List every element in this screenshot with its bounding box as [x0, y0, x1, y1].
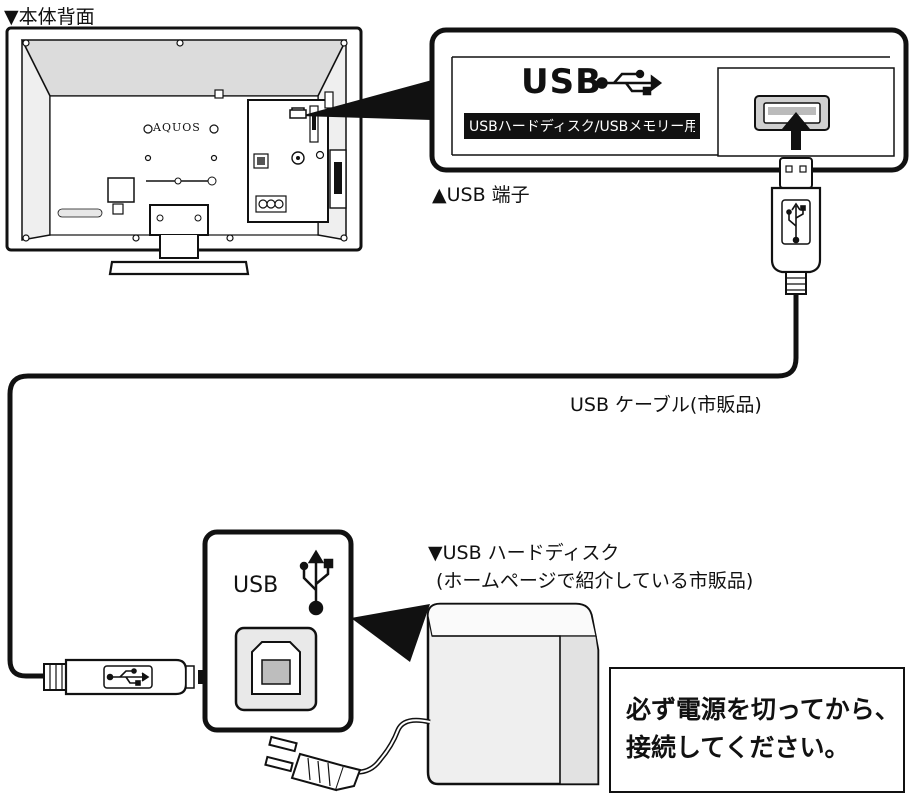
- notice-box: [609, 667, 905, 793]
- rear-view-label: ▼本体背面: [4, 6, 95, 28]
- notice-line-2: 接続してください。: [626, 733, 850, 762]
- usb-terminal-label: ▲USB 端子: [432, 184, 530, 206]
- usb-cable: [7, 294, 799, 679]
- usb-terminal-zoom: [429, 27, 909, 173]
- usb-hard-disk: [426, 602, 600, 786]
- hdd-title: ▼USB ハードディスク: [428, 542, 620, 564]
- notice-line-1: 必ず電源を切ってから、: [626, 695, 900, 724]
- hdd-port-usb-label: USB: [233, 573, 279, 598]
- usb-caption-band: [464, 113, 700, 139]
- brand-logo-text: AQUOS: [153, 121, 201, 134]
- usb-big-label: USB: [521, 62, 603, 102]
- usb-b-port-icon: [234, 626, 318, 712]
- callout-wedge-tv: [300, 80, 432, 120]
- hdd-subtitle: (ホームページで紹介している市販品): [436, 570, 754, 592]
- usb-cable-label: USB ケーブル(市販品): [570, 394, 762, 416]
- callout-wedge-hdd: [351, 604, 430, 662]
- hdd-port-zoom: [202, 529, 354, 733]
- usb-trident-icon: [596, 69, 663, 96]
- usb-port-highlight: [289, 109, 307, 119]
- usb-trident-icon: [299, 549, 334, 616]
- tv-rear-view: [5, 26, 363, 276]
- arrow-up-icon: [782, 112, 810, 150]
- usb-a-plug: [770, 112, 822, 295]
- power-plug-icon: [264, 735, 362, 792]
- usb-a-port-icon: [754, 95, 830, 131]
- usb-caption-band-text: USBハードディスク/USBメモリー用: [469, 119, 695, 135]
